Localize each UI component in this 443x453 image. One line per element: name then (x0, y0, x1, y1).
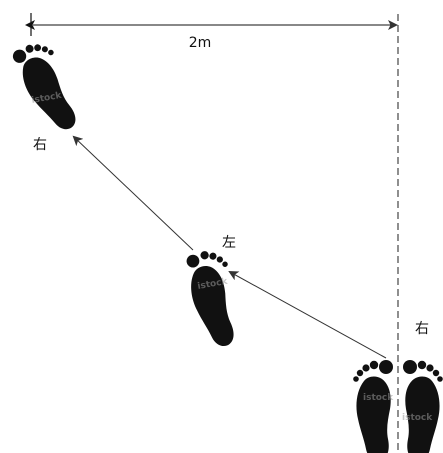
arrow-start-to-middle (230, 272, 386, 358)
label-middle-foot: 左 (222, 235, 236, 251)
footprint-top-left (8, 35, 89, 137)
footprint-bottom-left (353, 360, 393, 453)
dimension-indicator: 2m (31, 13, 398, 453)
arrow-middle-to-top (74, 137, 193, 250)
label-top-left-foot: 右 (33, 137, 47, 153)
watermark-bottom-right: istock (402, 413, 433, 423)
watermark-bottom-left: istock (363, 393, 394, 403)
label-start-right: 右 (415, 321, 429, 337)
dimension-label: 2m (189, 35, 212, 51)
watermarks: istock istock istock istock (31, 91, 433, 423)
footprint-middle (182, 246, 247, 351)
footprint-bottom-right (403, 360, 443, 453)
